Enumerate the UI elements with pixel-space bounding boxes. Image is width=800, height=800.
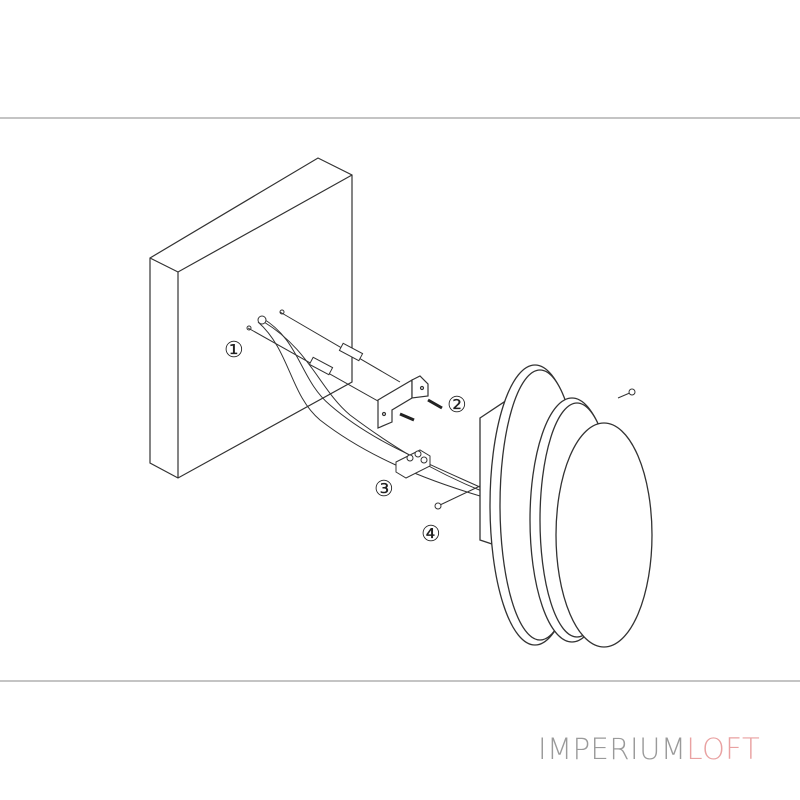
logo-imperium: IMPERIUM [538, 732, 687, 766]
callout-3: ③ [374, 477, 394, 502]
wires [246, 309, 485, 497]
callout-4: ④ [421, 522, 441, 547]
brand-logo: IMPERIUMLOFT [538, 732, 760, 766]
callout-1: ① [224, 338, 244, 363]
terminal-block [395, 449, 431, 479]
callout-2: ② [447, 393, 467, 418]
fixing-screw [434, 388, 636, 510]
mounting-bracket [377, 375, 429, 429]
wall-block [149, 157, 353, 479]
wall-lamp [479, 364, 653, 648]
logo-loft: LOFT [686, 732, 761, 766]
bracket-screws [399, 398, 443, 422]
